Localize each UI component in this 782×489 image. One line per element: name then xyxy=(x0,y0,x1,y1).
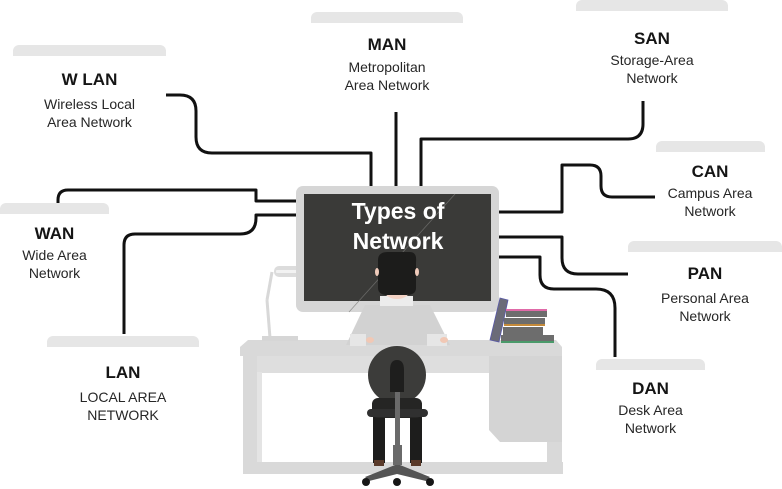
card-header-wlan xyxy=(13,45,166,56)
node-description: Storage-Area Network xyxy=(576,51,728,87)
node-wan: WAN Wide Area Network xyxy=(0,224,109,282)
node-man: MAN Metropolitan Area Network xyxy=(311,35,463,94)
node-description: Campus Area Network xyxy=(650,184,770,220)
desc-line-1: Personal Area xyxy=(661,290,749,306)
connector-can xyxy=(499,163,655,214)
node-description: Desk Area Network xyxy=(596,401,705,437)
node-abbr: CAN xyxy=(691,162,729,181)
desc-line-1: Wide Area xyxy=(22,247,87,263)
card-header-lan xyxy=(47,336,199,347)
node-abbr: W LAN xyxy=(61,70,118,89)
desc-line-2: Network xyxy=(28,265,81,281)
desc-line-2: Network xyxy=(679,308,731,324)
node-wlan: W LAN Wireless Local Area Network xyxy=(13,70,166,131)
card-header-dan xyxy=(596,359,705,370)
desc-line-1: Storage-Area xyxy=(610,52,694,68)
node-abbr: MAN xyxy=(367,35,407,54)
node-lan: LAN LOCAL AREA NETWORK xyxy=(47,363,199,424)
book-stack xyxy=(489,297,554,343)
connector-wlan xyxy=(166,93,373,186)
office-chair xyxy=(362,346,434,486)
desc-line-1: Campus Area xyxy=(667,185,753,201)
connector-pan xyxy=(499,235,628,276)
node-description: LOCAL AREA NETWORK xyxy=(47,388,199,424)
desc-line-2: Area Network xyxy=(344,77,430,93)
desc-line-2: Area Network xyxy=(47,114,132,130)
node-pan: PAN Personal Area Network xyxy=(628,264,782,325)
desc-line-2: NETWORK xyxy=(87,407,159,423)
node-abbr: LAN xyxy=(105,363,141,382)
monitor xyxy=(296,186,499,313)
connector-san xyxy=(419,101,645,186)
person xyxy=(346,252,450,466)
node-description: Personal Area Network xyxy=(628,289,782,325)
node-abbr: PAN xyxy=(687,264,723,283)
card-header-san xyxy=(576,0,728,11)
node-can: CAN Campus Area Network xyxy=(650,162,770,220)
connector-dan xyxy=(499,255,617,357)
desc-line-2: Network xyxy=(624,420,677,436)
desc-line-1: Desk Area xyxy=(618,402,683,418)
node-abbr: SAN xyxy=(634,29,670,48)
node-san: SAN Storage-Area Network xyxy=(576,29,728,87)
desc-line-2: Network xyxy=(684,203,736,219)
node-abbr: DAN xyxy=(632,379,669,398)
diagram-title: Types of Network xyxy=(305,196,491,256)
node-abbr: WAN xyxy=(34,224,75,243)
connector-lan xyxy=(122,213,296,334)
card-header-pan xyxy=(628,241,782,252)
node-dan: DAN Desk Area Network xyxy=(596,379,705,437)
card-header-can xyxy=(656,141,765,152)
desc-line-1: Metropolitan xyxy=(348,59,426,75)
node-description: Wireless Local Area Network xyxy=(13,95,166,131)
title-line-2: Network xyxy=(352,228,444,254)
title-line-1: Types of xyxy=(351,198,445,224)
desc-line-1: Wireless Local xyxy=(43,96,136,112)
node-description: Metropolitan Area Network xyxy=(311,58,463,94)
card-header-man xyxy=(311,12,463,23)
desc-line-2: Network xyxy=(626,70,678,86)
connector-wan xyxy=(56,188,296,203)
node-description: Wide Area Network xyxy=(0,246,109,282)
card-header-wan xyxy=(0,203,109,214)
desc-line-1: LOCAL AREA xyxy=(79,389,167,405)
